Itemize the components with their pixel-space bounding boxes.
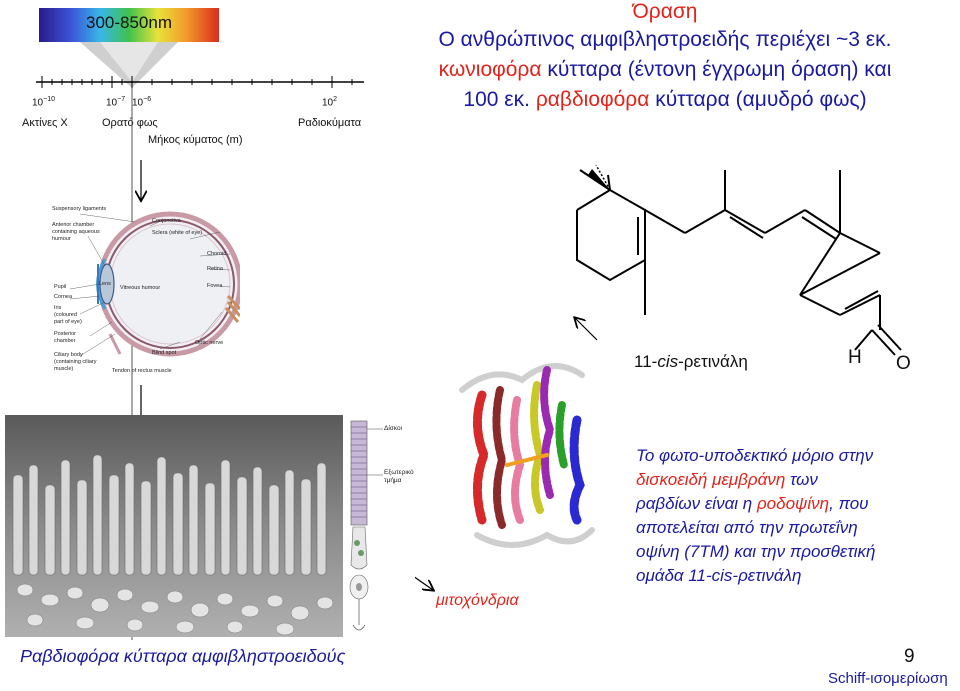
atom-o: O <box>896 353 911 374</box>
tick-label-1: 10−10 <box>32 96 55 109</box>
tick-label-4: 102 <box>322 96 338 109</box>
eye-label-ciliary: Ciliary body <box>54 352 83 358</box>
eye-label-posterior: Posterior <box>54 331 77 337</box>
header-line-3: 100 εκ. ραβδιοφόρα κύτταρα (αμυδρό φως) <box>463 88 867 111</box>
spectrum-diagram <box>36 42 364 88</box>
eye-label-suspensory: Suspensory ligaments <box>52 206 107 212</box>
eye-label-retina: Retina <box>207 266 223 272</box>
eye-label-fovea: Fovea <box>207 283 223 289</box>
rod-label-disks: Δίσκοι <box>384 425 403 432</box>
rod-cell-drawing <box>349 420 383 631</box>
eye-label-cornea: Cornea <box>54 294 73 300</box>
header-line-1: Ο ανθρώπινος αμφιβληστροειδής περιέχει ~… <box>438 28 892 51</box>
description-line-4: αποτελείται από την πρωτεΐνη <box>636 518 858 537</box>
eye-label-vitreous: Vitreous humour <box>120 285 161 291</box>
rhodopsin-protein <box>459 363 595 548</box>
spectrum-ticks <box>41 76 353 88</box>
eye-label-tendon: Tendon of rectus muscle <box>112 368 172 374</box>
eye-label-optic-nerve: Optic nerve <box>195 340 224 346</box>
eye-label-pupil: Pupil <box>54 284 67 290</box>
eye-label-ciliary-3: muscle) <box>54 366 74 372</box>
description-line-2: δισκοειδή μεμβράνη των <box>636 470 818 489</box>
retinal-molecule <box>576 165 902 356</box>
eye-label-conjunctiva: Conjunctiva <box>152 218 181 224</box>
description-line-3: ραβδίων είναι η ροδοψίνη, που <box>636 494 869 513</box>
eye-label-iris: Iris <box>54 305 62 311</box>
eye-label-aqueous: containing aqueous <box>52 229 100 235</box>
spectrum-axis-label: Μήκος κύματος (m) <box>148 134 243 146</box>
page-number: 9 <box>904 646 915 667</box>
eye-label-sclera: Sclera (white of eye) <box>152 230 203 236</box>
mitochondria-label: μιτοχόνδρια <box>436 592 519 609</box>
atom-h: H <box>848 347 862 368</box>
description-line-6: ομάδα 11-cis-ρετινάλη <box>636 566 802 585</box>
region-label-radio: Ραδιοκύματα <box>298 117 362 129</box>
rod-label-outer-1: Εξωτερικό <box>384 469 414 476</box>
region-label-xray: Ακτίνες X <box>22 117 68 129</box>
eye-diagram <box>69 211 240 357</box>
eye-label-chamber: chamber <box>54 338 76 344</box>
eye-label-iris-2: (coloured <box>54 312 77 318</box>
header-line-2: κωνιοφόρα κύτταρα (έντονη έγχρωμη όραση)… <box>438 58 892 81</box>
spectrum-bar <box>39 8 219 42</box>
eye-label-humour: humour <box>52 236 71 242</box>
rod-micrograph <box>5 415 343 637</box>
region-label-visible: Ορατό φως <box>102 117 158 129</box>
spectrum-range-label: 300-850nm <box>85 13 172 32</box>
eye-label-ciliary-2: (containing ciliary <box>54 359 97 365</box>
eye-label-iris-3: part of eye) <box>54 319 82 325</box>
eye-label-lens: Lens <box>99 281 111 287</box>
rod-label-outer-2: τμήμα <box>384 477 402 484</box>
footer-caption: Ραβδιοφόρα κύτταρα αμφιβληστροειδούς <box>20 646 346 666</box>
eye-label-anterior: Anterior chamber <box>52 222 95 228</box>
footer-sub: Schiff-ισομερίωση <box>828 670 948 687</box>
tick-label-2: 10−7 <box>106 96 126 109</box>
molecule-name: 11-cis-ρετινάλη <box>634 352 748 371</box>
eye-label-blind-spot: Blind spot <box>152 350 177 356</box>
description-line-1: Το φωτο-υποδεκτικό μόριο στην <box>636 446 874 465</box>
tick-label-3: 10−6 <box>132 96 152 109</box>
page-title: Όραση <box>632 0 698 23</box>
spectrum-funnel-inner <box>100 42 158 82</box>
description-line-5: οψίνη (7ΤΜ) και την προσθετική <box>636 542 876 561</box>
eye-label-choroid: Choroid <box>207 251 227 257</box>
